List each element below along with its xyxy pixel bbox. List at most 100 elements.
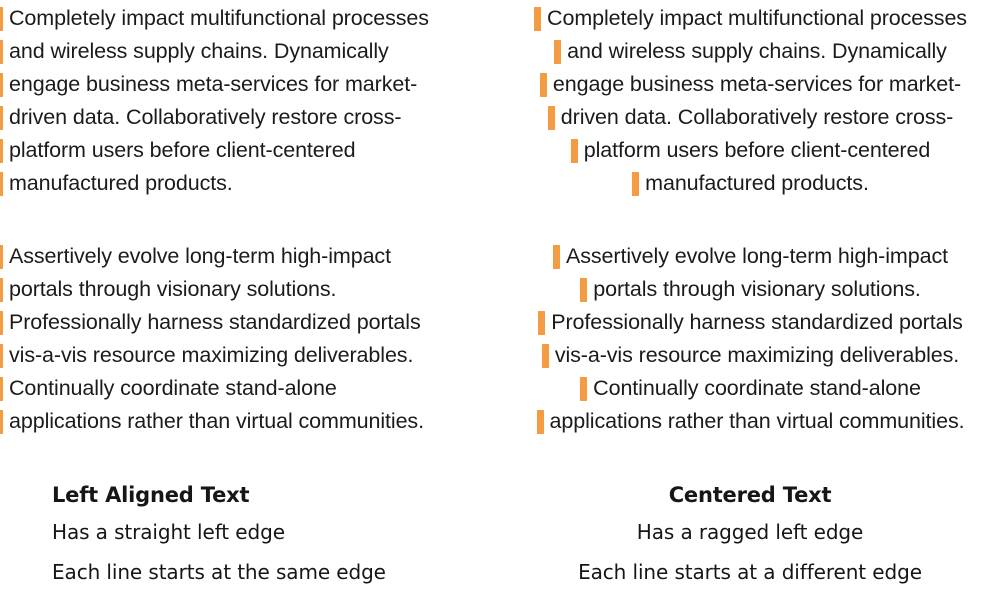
caption-line-2: Each line starts at a different edge [578, 560, 922, 584]
line-text: engage business meta-services for market… [9, 72, 418, 96]
left-caption: Left Aligned Text Has a straight left ed… [0, 478, 500, 592]
line-start-marker-icon [547, 106, 555, 130]
line-inner: vis-a-vis resource maximizing deliverabl… [541, 339, 959, 372]
line-text: Continually coordinate stand-alone [593, 376, 921, 400]
text-line: engage business meta-services for market… [502, 68, 998, 101]
line-start-marker-icon [0, 139, 3, 163]
text-line: engage business meta-services for market… [0, 68, 470, 101]
line-inner: platform users before client-centered [0, 134, 356, 167]
line-start-marker-icon [534, 7, 542, 31]
line-text: vis-a-vis resource maximizing deliverabl… [9, 343, 414, 367]
text-line: Professionally harness standardized port… [502, 306, 998, 339]
line-start-marker-icon [538, 311, 546, 335]
line-text: platform users before client-centered [9, 138, 356, 162]
line-inner: engage business meta-services for market… [0, 68, 417, 101]
text-line: and wireless supply chains. Dynamically [502, 35, 998, 68]
line-start-marker-icon [0, 7, 3, 31]
line-text: manufactured products. [645, 171, 869, 195]
line-start-marker-icon [554, 40, 562, 64]
left-paragraph-2: Assertively evolve long-term high-impact… [0, 240, 470, 438]
text-line: Completely impact multifunctional proces… [0, 2, 470, 35]
line-text: Assertively evolve long-term high-impact [9, 244, 391, 268]
line-text: Completely impact multifunctional proces… [547, 6, 967, 30]
text-line: platform users before client-centered [502, 134, 998, 167]
line-inner: Completely impact multifunctional proces… [533, 2, 967, 35]
line-inner: portals through visionary solutions. [579, 273, 921, 306]
centered-column: Completely impact multifunctional proces… [500, 0, 1000, 597]
line-inner: Professionally harness standardized port… [0, 306, 421, 339]
text-line: manufactured products. [0, 167, 470, 200]
text-line: Assertively evolve long-term high-impact [0, 240, 470, 273]
right-paragraph-1: Completely impact multifunctional proces… [502, 2, 998, 200]
line-start-marker-icon [0, 344, 3, 368]
text-line: driven data. Collaboratively restore cro… [0, 101, 470, 134]
right-paragraph-2: Assertively evolve long-term high-impact… [502, 240, 998, 438]
line-text: platform users before client-centered [583, 138, 931, 162]
text-line: Continually coordinate stand-alone [0, 372, 470, 405]
line-inner: Continually coordinate stand-alone [0, 372, 337, 405]
line-inner: Professionally harness standardized port… [537, 306, 963, 339]
line-text: Assertively evolve long-term high-impact [566, 244, 948, 268]
line-inner: and wireless supply chains. Dynamically [553, 35, 947, 68]
line-inner: manufactured products. [0, 167, 233, 200]
line-start-marker-icon [539, 73, 547, 97]
line-inner: applications rather than virtual communi… [536, 405, 965, 438]
line-inner: driven data. Collaboratively restore cro… [0, 101, 402, 134]
line-start-marker-icon [0, 73, 3, 97]
line-start-marker-icon [0, 311, 3, 335]
line-start-marker-icon [0, 245, 3, 269]
line-start-marker-icon [0, 278, 3, 302]
left-aligned-column: Completely impact multifunctional proces… [0, 2, 500, 592]
line-text: Completely impact multifunctional proces… [9, 6, 429, 30]
line-text: Continually coordinate stand-alone [9, 376, 337, 400]
line-inner: and wireless supply chains. Dynamically [0, 35, 389, 68]
line-text: driven data. Collaboratively restore cro… [9, 105, 402, 129]
line-text: and wireless supply chains. Dynamically [567, 39, 947, 63]
text-line: driven data. Collaboratively restore cro… [502, 101, 998, 134]
line-start-marker-icon [553, 245, 561, 269]
caption-title: Left Aligned Text [52, 483, 250, 507]
line-inner: Assertively evolve long-term high-impact [0, 240, 391, 273]
text-line: vis-a-vis resource maximizing deliverabl… [502, 339, 998, 372]
line-text: Professionally harness standardized port… [9, 310, 421, 334]
text-line: portals through visionary solutions. [0, 273, 470, 306]
text-line: manufactured products. [502, 167, 998, 200]
line-start-marker-icon [0, 40, 3, 64]
line-text: and wireless supply chains. Dynamically [9, 39, 389, 63]
text-line: Assertively evolve long-term high-impact [502, 240, 998, 273]
line-inner: engage business meta-services for market… [539, 68, 961, 101]
right-caption: Centered Text Has a ragged left edge Eac… [500, 478, 1000, 592]
line-text: applications rather than virtual communi… [9, 409, 424, 433]
line-text: portals through visionary solutions. [9, 277, 337, 301]
caption-title: Centered Text [668, 483, 832, 507]
line-text: driven data. Collaboratively restore cro… [560, 105, 954, 129]
text-line: and wireless supply chains. Dynamically [0, 35, 470, 68]
line-inner: vis-a-vis resource maximizing deliverabl… [0, 339, 413, 372]
text-line: platform users before client-centered [0, 134, 470, 167]
line-start-marker-icon [632, 172, 640, 196]
line-start-marker-icon [0, 106, 3, 130]
line-inner: Completely impact multifunctional proces… [0, 2, 429, 35]
line-text: vis-a-vis resource maximizing deliverabl… [554, 343, 960, 367]
text-line: vis-a-vis resource maximizing deliverabl… [0, 339, 470, 372]
line-start-marker-icon [570, 139, 578, 163]
text-line: Continually coordinate stand-alone [502, 372, 998, 405]
left-paragraph-1: Completely impact multifunctional proces… [0, 2, 470, 200]
text-line: Professionally harness standardized port… [0, 306, 470, 339]
line-inner: platform users before client-centered [570, 134, 930, 167]
caption-line-2: Each line starts at the same edge [52, 560, 386, 584]
line-inner: applications rather than virtual communi… [0, 405, 424, 438]
line-inner: Continually coordinate stand-alone [579, 372, 921, 405]
caption-line-1: Has a ragged left edge [636, 520, 864, 544]
line-start-marker-icon [0, 377, 3, 401]
line-inner: portals through visionary solutions. [0, 273, 337, 306]
line-start-marker-icon [580, 278, 588, 302]
line-inner: driven data. Collaboratively restore cro… [547, 101, 953, 134]
line-text: engage business meta-services for market… [552, 72, 962, 96]
line-inner: Assertively evolve long-term high-impact [552, 240, 948, 273]
line-text: Professionally harness standardized port… [551, 310, 963, 334]
line-text: applications rather than virtual communi… [549, 409, 965, 433]
caption-line-1: Has a straight left edge [52, 520, 285, 544]
line-inner: manufactured products. [631, 167, 869, 200]
